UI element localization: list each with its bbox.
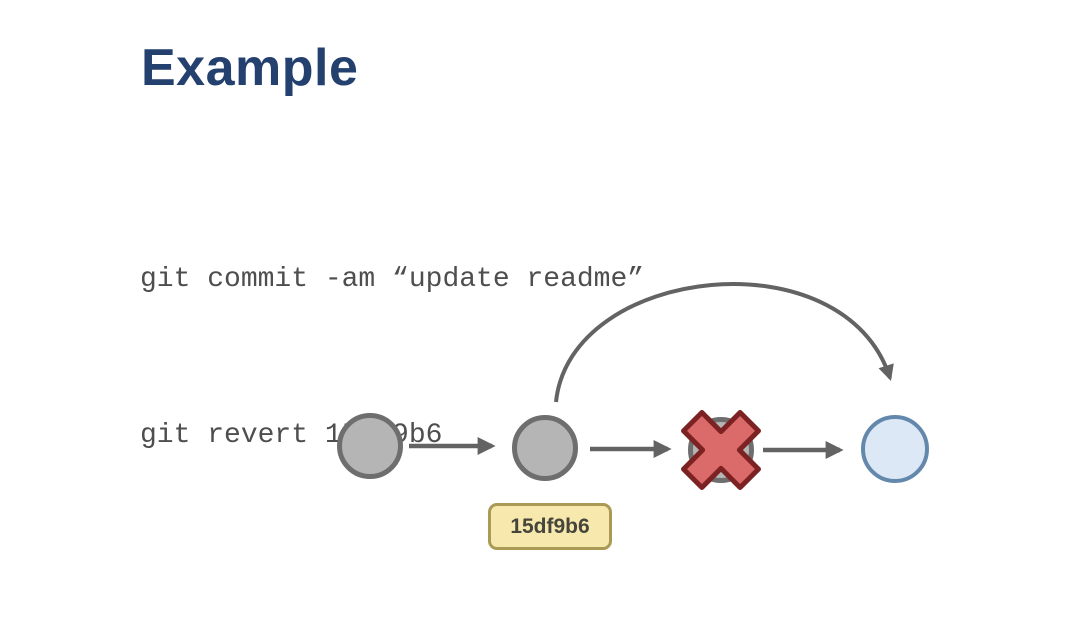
commit-node-15df9b6 <box>512 415 578 481</box>
code-line-commit: git commit -am “update readme” <box>140 264 645 295</box>
page-title: Example <box>141 39 359 97</box>
red-x-icon <box>681 410 761 490</box>
reverted-commit-node <box>681 410 761 490</box>
commit-node-1 <box>337 413 403 479</box>
curved-arrow-revert-link <box>554 282 894 403</box>
commit-hash-label: 15df9b6 <box>488 503 612 550</box>
revert-commit-node <box>861 415 929 483</box>
